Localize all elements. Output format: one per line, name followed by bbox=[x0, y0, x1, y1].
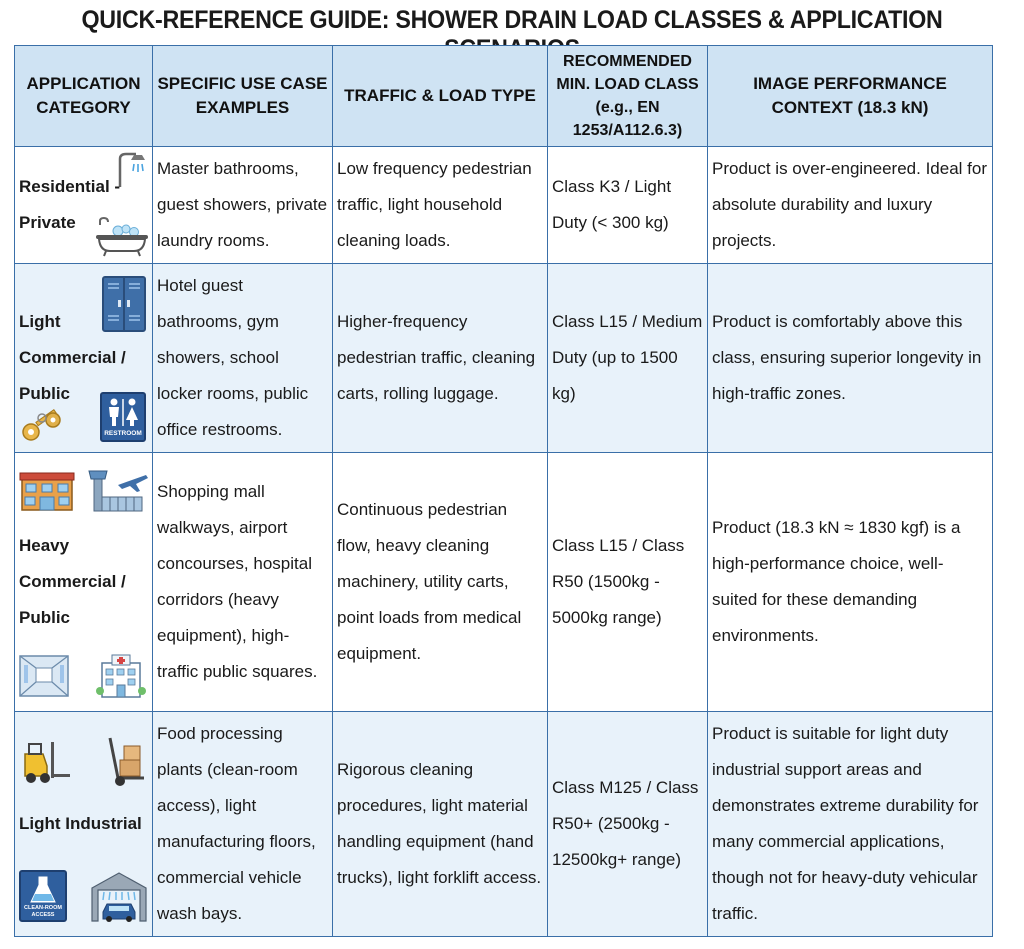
locker-icon bbox=[102, 276, 146, 332]
header-use-case-examples: SPECIFIC USE CASE EXAMPLES bbox=[152, 45, 333, 147]
category-cell: Heavy Commercial / Public bbox=[14, 452, 153, 712]
table-row: Residential - Private Master b bbox=[14, 146, 993, 264]
table-row: Light Commercial / Public bbox=[14, 263, 993, 453]
header-performance-context: IMAGE PERFORMANCE CONTEXT (18.3 kN) bbox=[707, 45, 993, 147]
car-wash-icon bbox=[91, 872, 147, 922]
hand-truck-icon bbox=[108, 737, 144, 786]
category-cell: Light Commercial / Public bbox=[14, 263, 153, 453]
shopping-mall-icon bbox=[19, 472, 75, 511]
traffic-cell: Higher-frequency pedestrian traffic, cle… bbox=[332, 263, 548, 453]
clean-room-badge-text: CLEAN-ROOM ACCESS bbox=[24, 905, 62, 918]
shower-icon bbox=[118, 152, 145, 187]
reference-table: APPLICATION CATEGORY SPECIFIC USE CASE E… bbox=[14, 45, 993, 937]
header-load-class: RECOMMENDED MIN. LOAD CLASS (e.g., EN 12… bbox=[547, 45, 708, 147]
category-label: Light Commercial / Public bbox=[19, 312, 126, 403]
use-case-cell: Shopping mall walkways, airport concours… bbox=[152, 452, 333, 712]
header-row: APPLICATION CATEGORY SPECIFIC USE CASE E… bbox=[14, 45, 993, 147]
keys-icon bbox=[22, 409, 61, 441]
use-case-cell: Master bathrooms, guest showers, private… bbox=[152, 146, 333, 264]
header-application-category: APPLICATION CATEGORY bbox=[14, 45, 153, 147]
clean-room-badge-icon: CLEAN-ROOM ACCESS bbox=[19, 870, 67, 922]
category-label: Light Industrial bbox=[19, 814, 142, 833]
category-cell: Residential - Private bbox=[14, 146, 153, 264]
context-cell: Product (18.3 kN ≈ 1830 kgf) is a high-p… bbox=[707, 452, 993, 712]
traffic-cell: Low frequency pedestrian traffic, light … bbox=[332, 146, 548, 264]
header-traffic-load-type: TRAFFIC & LOAD TYPE bbox=[332, 45, 548, 147]
use-case-cell: Food processing plants (clean-room acces… bbox=[152, 711, 333, 937]
context-cell: Product is comfortably above this class,… bbox=[707, 263, 993, 453]
flask-icon bbox=[30, 876, 56, 903]
category-cell: Light Industrial bbox=[14, 711, 153, 937]
bathtub-icon bbox=[96, 217, 148, 257]
reference-table-wrapper: APPLICATION CATEGORY SPECIFIC USE CASE E… bbox=[14, 45, 993, 937]
traffic-cell: Rigorous cleaning procedures, light mate… bbox=[332, 711, 548, 937]
restroom-sign-icon: RESTROOM bbox=[100, 392, 146, 442]
category-label: Heavy Commercial / Public bbox=[19, 536, 126, 627]
hospital-icon bbox=[96, 654, 146, 698]
category-label: Residential - Private bbox=[19, 177, 121, 232]
forklift-icon bbox=[24, 742, 70, 783]
restroom-figures-icon bbox=[109, 398, 138, 426]
airport-tower-icon bbox=[88, 470, 148, 512]
table-row: Heavy Commercial / Public bbox=[14, 452, 993, 712]
context-cell: Product is over-engineered. Ideal for ab… bbox=[707, 146, 993, 264]
load-class-cell: Class L15 / Class R50 (1500kg - 5000kg r… bbox=[547, 452, 708, 712]
load-class-cell: Class M125 / Class R50+ (2500kg - 12500k… bbox=[547, 711, 708, 937]
load-class-cell: Class L15 / Medium Duty (up to 1500 kg) bbox=[547, 263, 708, 453]
restroom-sign-text: RESTROOM bbox=[104, 430, 142, 437]
use-case-cell: Hotel guest bathrooms, gym showers, scho… bbox=[152, 263, 333, 453]
table-row: Light Industrial bbox=[14, 711, 993, 937]
context-cell: Product is suitable for light duty indus… bbox=[707, 711, 993, 937]
corridor-icon bbox=[19, 655, 69, 697]
load-class-cell: Class K3 / Light Duty (< 300 kg) bbox=[547, 146, 708, 264]
traffic-cell: Continuous pedestrian flow, heavy cleani… bbox=[332, 452, 548, 712]
